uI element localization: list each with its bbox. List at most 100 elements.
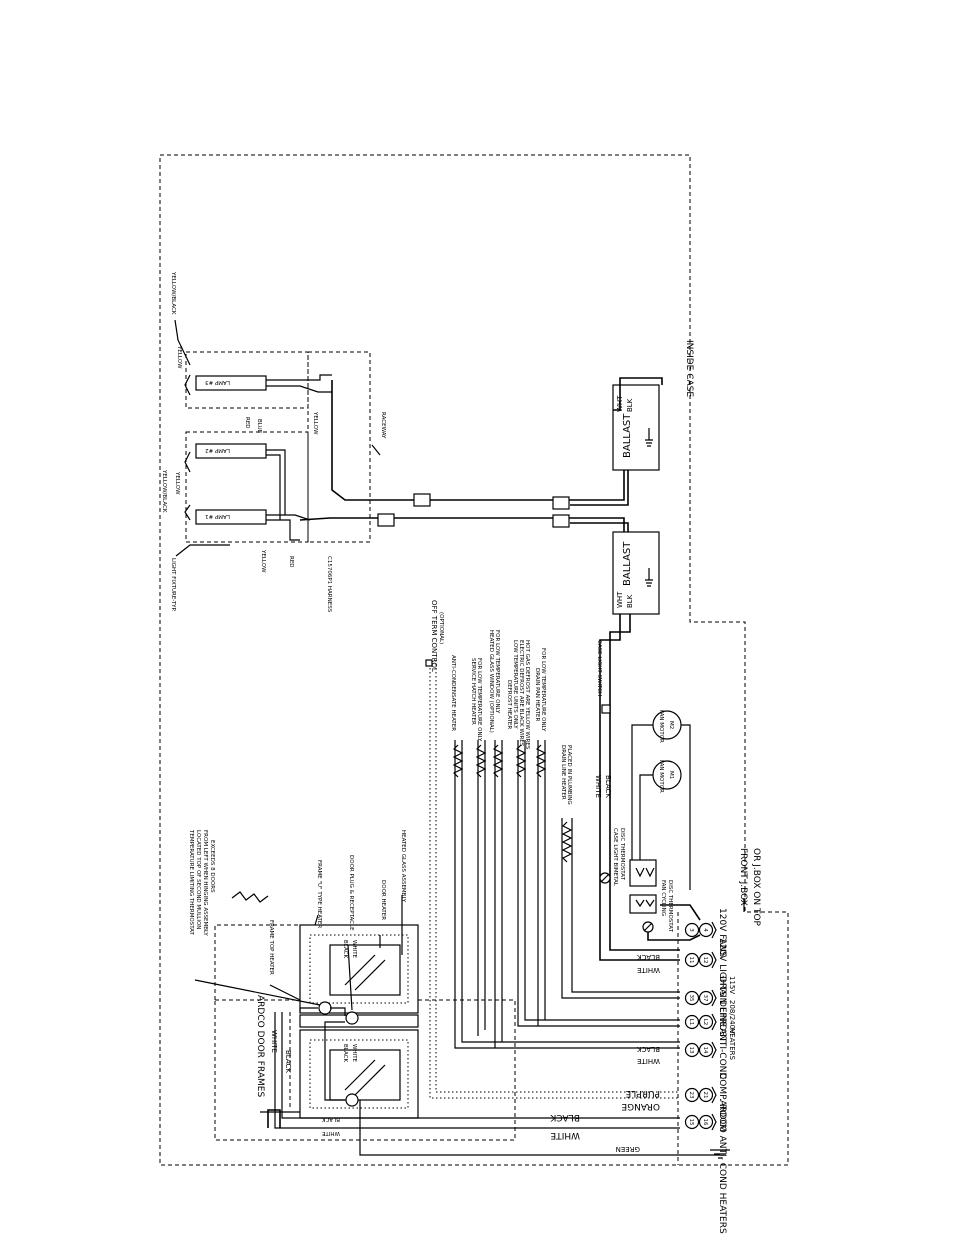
terminal — [698, 922, 714, 938]
svg-text:LAMP #1: LAMP #1 — [205, 513, 230, 519]
svg-text:FOR LOW TEMPERATURE ONLY: FOR LOW TEMPERATURE ONLY — [540, 648, 546, 732]
svg-text:WHITE: WHITE — [594, 775, 602, 798]
terminal-number: 13 — [688, 1047, 694, 1054]
terminal-label: DRAIN LINE — [717, 976, 727, 1028]
svg-text:RED: RED — [288, 556, 294, 568]
svg-text:C15706P1 HARNESS: C15706P1 HARNESS — [326, 556, 332, 613]
svg-text:OFF TERM CONTROL: OFF TERM CONTROL — [430, 600, 438, 672]
svg-text:DOOR PLUG & RECEPTACLE: DOOR PLUG & RECEPTACLE — [348, 855, 354, 931]
harness-wire-top-2 — [570, 470, 629, 506]
harness-wire-bottom — [299, 517, 625, 532]
terminal-number: 16 — [702, 1119, 708, 1126]
fan-motor-m1: FAN MOTOR M1 — [652, 760, 682, 793]
svg-text:HOT GAS DEFROST ARE YELLOW WIR: HOT GAS DEFROST ARE YELLOW WIRES — [524, 640, 530, 750]
svg-text:BLUE: BLUE — [256, 419, 262, 434]
svg-text:BLK: BLK — [626, 398, 634, 412]
svg-text:BLACK: BLACK — [637, 953, 660, 961]
terminal-pair: 11 12 120V LIGHTS — [684, 938, 727, 997]
svg-text:DRAIN LINE HEATER: DRAIN LINE HEATER — [560, 745, 566, 800]
svg-text:BALLAST: BALLAST — [622, 541, 633, 586]
svg-text:WHITE: WHITE — [637, 966, 660, 974]
terminal-label: ANTI-COND — [717, 1028, 727, 1079]
svg-text:DEFROST HEATER: DEFROST HEATER — [506, 680, 512, 729]
svg-text:CASE LIGHT SWITCH: CASE LIGHT SWITCH — [596, 640, 602, 696]
svg-text:PURPLE: PURPLE — [625, 1088, 660, 1098]
svg-text:PLACED IN PLUMBING: PLACED IN PLUMBING — [566, 745, 572, 805]
svg-text:WHITE: WHITE — [270, 1030, 278, 1053]
svg-text:BLACK: BLACK — [549, 1112, 580, 1122]
svg-text:BLACK: BLACK — [342, 940, 348, 958]
svg-text:GREEN: GREEN — [616, 1145, 640, 1153]
svg-text:BLACK: BLACK — [604, 775, 612, 798]
svg-text:DOOR HEATER: DOOR HEATER — [380, 880, 386, 920]
inside-case-label: INSIDE CASE — [684, 340, 694, 397]
terminal-number: 14 — [702, 1047, 708, 1054]
terminal-label: 120V FANS — [717, 908, 727, 957]
svg-text:LOW TEMPERATURE UNITS ONLY: LOW TEMPERATURE UNITS ONLY — [512, 640, 518, 729]
terminal — [698, 1087, 714, 1103]
terminal-sublabel: HEATERS — [728, 1028, 736, 1060]
fan-cycling-thermostat — [629, 894, 657, 914]
svg-text:BLACK: BLACK — [342, 1044, 348, 1062]
connector — [552, 496, 570, 510]
svg-text:ELECTRIC DEFROST ARE BLACK WIR: ELECTRIC DEFROST ARE BLACK WIRES — [518, 640, 524, 747]
svg-text:LIGHT FIXTURE-TYP.: LIGHT FIXTURE-TYP. — [170, 558, 176, 612]
svg-text:BLACK: BLACK — [284, 1050, 292, 1073]
terminal — [698, 1114, 714, 1130]
fan-motor-m2: FAN MOTOR M2 — [652, 710, 682, 743]
terminal — [684, 1042, 700, 1058]
svg-text:M2: M2 — [668, 721, 674, 729]
lamp-3: LAMP #3 — [195, 375, 267, 391]
terminal-number: 21 — [702, 1092, 708, 1099]
svg-text:YELLOW/BLACK: YELLOW/BLACK — [170, 271, 176, 315]
terminal — [684, 952, 700, 968]
limit-thermostat — [318, 1001, 332, 1015]
ballast-top-wire — [613, 377, 663, 411]
terminal — [698, 1014, 714, 1030]
svg-text:LOCATED TOP OF SECOND MULLION: LOCATED TOP OF SECOND MULLION — [195, 830, 201, 929]
svg-text:FRAME "U" TYPE HEATER: FRAME "U" TYPE HEATER — [316, 860, 322, 928]
terminal-number: 3 — [688, 928, 694, 932]
terminal-sublabel: 115V — [728, 976, 736, 994]
door-plug — [345, 1011, 359, 1025]
svg-text:RACEWAY: RACEWAY — [380, 412, 386, 439]
terminal-number: L1 — [688, 1019, 694, 1026]
svg-text:OR J.BOX ON TOP: OR J.BOX ON TOP — [751, 848, 761, 927]
svg-text:LAMP #3: LAMP #3 — [205, 379, 230, 385]
off-term-control — [425, 659, 433, 667]
terminal-label: 120V LIGHTS — [717, 938, 727, 997]
connector — [413, 493, 431, 507]
terminal — [684, 1114, 700, 1130]
door-assembly-2 — [299, 1029, 419, 1119]
svg-text:WHITE: WHITE — [550, 1130, 580, 1140]
svg-text:CASE LIGHT BIMETAL: CASE LIGHT BIMETAL — [612, 828, 618, 887]
svg-text:DISC THERMOSTAT: DISC THERMOSTAT — [619, 828, 625, 881]
svg-text:BLACK: BLACK — [637, 1045, 660, 1053]
svg-text:RED: RED — [244, 417, 250, 429]
terminal — [698, 952, 714, 968]
svg-text:FOR LOW TEMPERATURE ONLY: FOR LOW TEMPERATURE ONLY — [494, 630, 500, 714]
lamp-2: LAMP #2 — [195, 443, 267, 459]
svg-text:BALLAST: BALLAST — [622, 413, 633, 458]
svg-text:(OPTIONAL): (OPTIONAL) — [438, 612, 444, 644]
svg-text:ANTI-CONDENSATE HEATER: ANTI-CONDENSATE HEATER — [450, 655, 456, 731]
svg-text:YELLOW: YELLOW — [176, 345, 182, 369]
svg-text:EXCEEDS 8 DOORS: EXCEEDS 8 DOORS — [209, 840, 215, 893]
connector — [377, 513, 395, 527]
svg-text:WHITE: WHITE — [637, 1057, 660, 1065]
harness-wire-top — [331, 380, 625, 501]
terminal-number: 12 — [702, 957, 708, 964]
svg-text:YELLOW/BLACK: YELLOW/BLACK — [161, 469, 167, 513]
heater-coils — [452, 744, 573, 863]
terminal-number: 11 — [688, 957, 694, 964]
door-assembly-1 — [299, 924, 419, 1014]
svg-text:WHITE: WHITE — [321, 1130, 340, 1136]
terminal — [684, 922, 700, 938]
heater-wires — [454, 740, 680, 1049]
terminal-number: 37 — [702, 995, 708, 1002]
svg-text:YELLOW: YELLOW — [312, 411, 318, 435]
